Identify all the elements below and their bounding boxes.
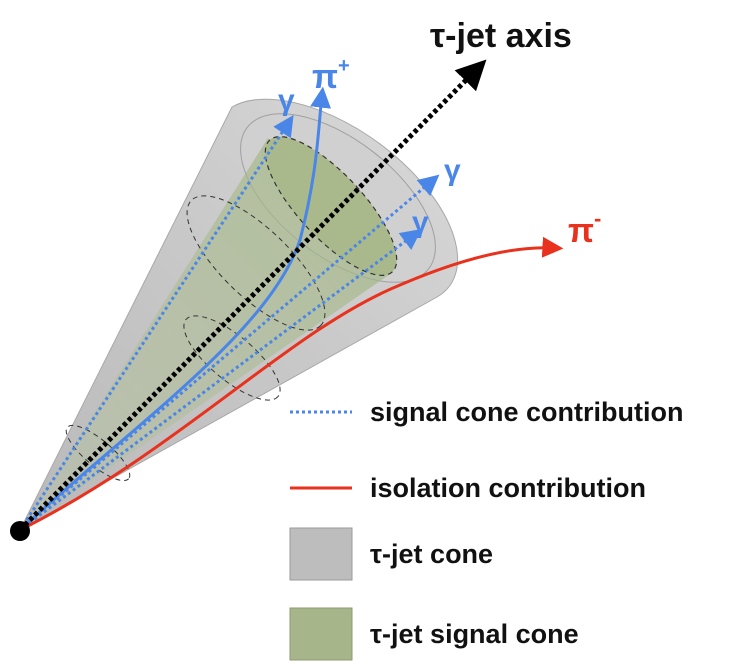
photon-track-right-upper [19,174,440,532]
gamma-label-right-lower: γ [412,206,429,239]
legend-signal-cone-swatch [289,607,353,661]
photon-track-right-lower [19,228,422,532]
pi-minus-track [19,236,564,532]
origin-vertex [10,521,30,541]
legend-cone-label: τ-jet cone [370,539,493,569]
pi-plus-label: π+ [312,55,350,96]
legend-signal-cone-label: τ-jet signal cone [370,619,579,649]
axis-title: τ-jet axis [430,17,572,55]
legend-isolation-label: isolation contribution [370,473,646,503]
legend: signal cone contribution isolation contr… [289,397,684,661]
cone-section-3 [65,424,131,482]
pi-plus-track [18,86,332,532]
legend-signal-label: signal cone contribution [370,397,684,427]
pi-minus-label: π- [568,206,601,250]
legend-cone-swatch [289,527,353,581]
cone-section-1 [186,195,326,331]
gamma-label-top: γ [278,84,295,117]
tau-jet-axis-line [18,59,487,532]
signal-cone-mouth [264,136,398,276]
cone-section-2 [183,315,281,401]
gamma-label-right-upper: γ [444,154,461,187]
